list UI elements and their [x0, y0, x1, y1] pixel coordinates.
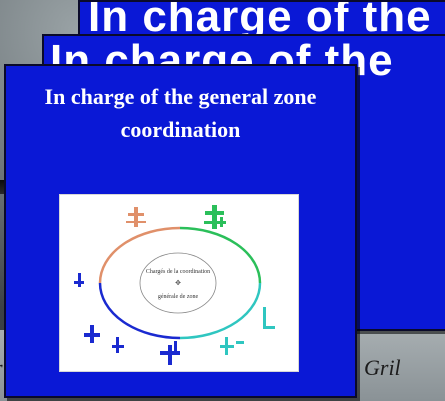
label-left	[116, 269, 142, 275]
slide-front: In charge of the general zone coordinati…	[4, 64, 357, 398]
center-ellipse	[139, 252, 217, 314]
background-text-right: Gril	[364, 355, 401, 380]
ring-segment-orange	[98, 226, 181, 284]
cluster-left	[74, 273, 124, 353]
ring-segment-teal	[179, 282, 262, 340]
center-title: Chargés de la coordination	[146, 269, 210, 275]
center-emblem-icon: ✥	[175, 279, 181, 287]
cluster-right	[263, 307, 275, 329]
background-text-left: r	[0, 355, 3, 381]
coordination-diagram: Chargés de la coordination ✥ générale de…	[59, 194, 299, 372]
diagram-svg: Chargés de la coordination ✥ générale de…	[74, 205, 275, 365]
slide-front-title: In charge of the general zone coordinati…	[44, 84, 317, 142]
cluster-bottom-right	[220, 337, 244, 355]
ring-segment-green	[179, 226, 262, 284]
cluster-bottom	[160, 341, 180, 365]
center-subtitle: générale de zone	[158, 294, 199, 300]
cluster-top-left	[126, 207, 146, 227]
ring-segment-blue	[98, 282, 181, 340]
label-bottom	[162, 317, 194, 323]
cluster-top-right	[204, 205, 226, 229]
label-right	[220, 269, 248, 275]
